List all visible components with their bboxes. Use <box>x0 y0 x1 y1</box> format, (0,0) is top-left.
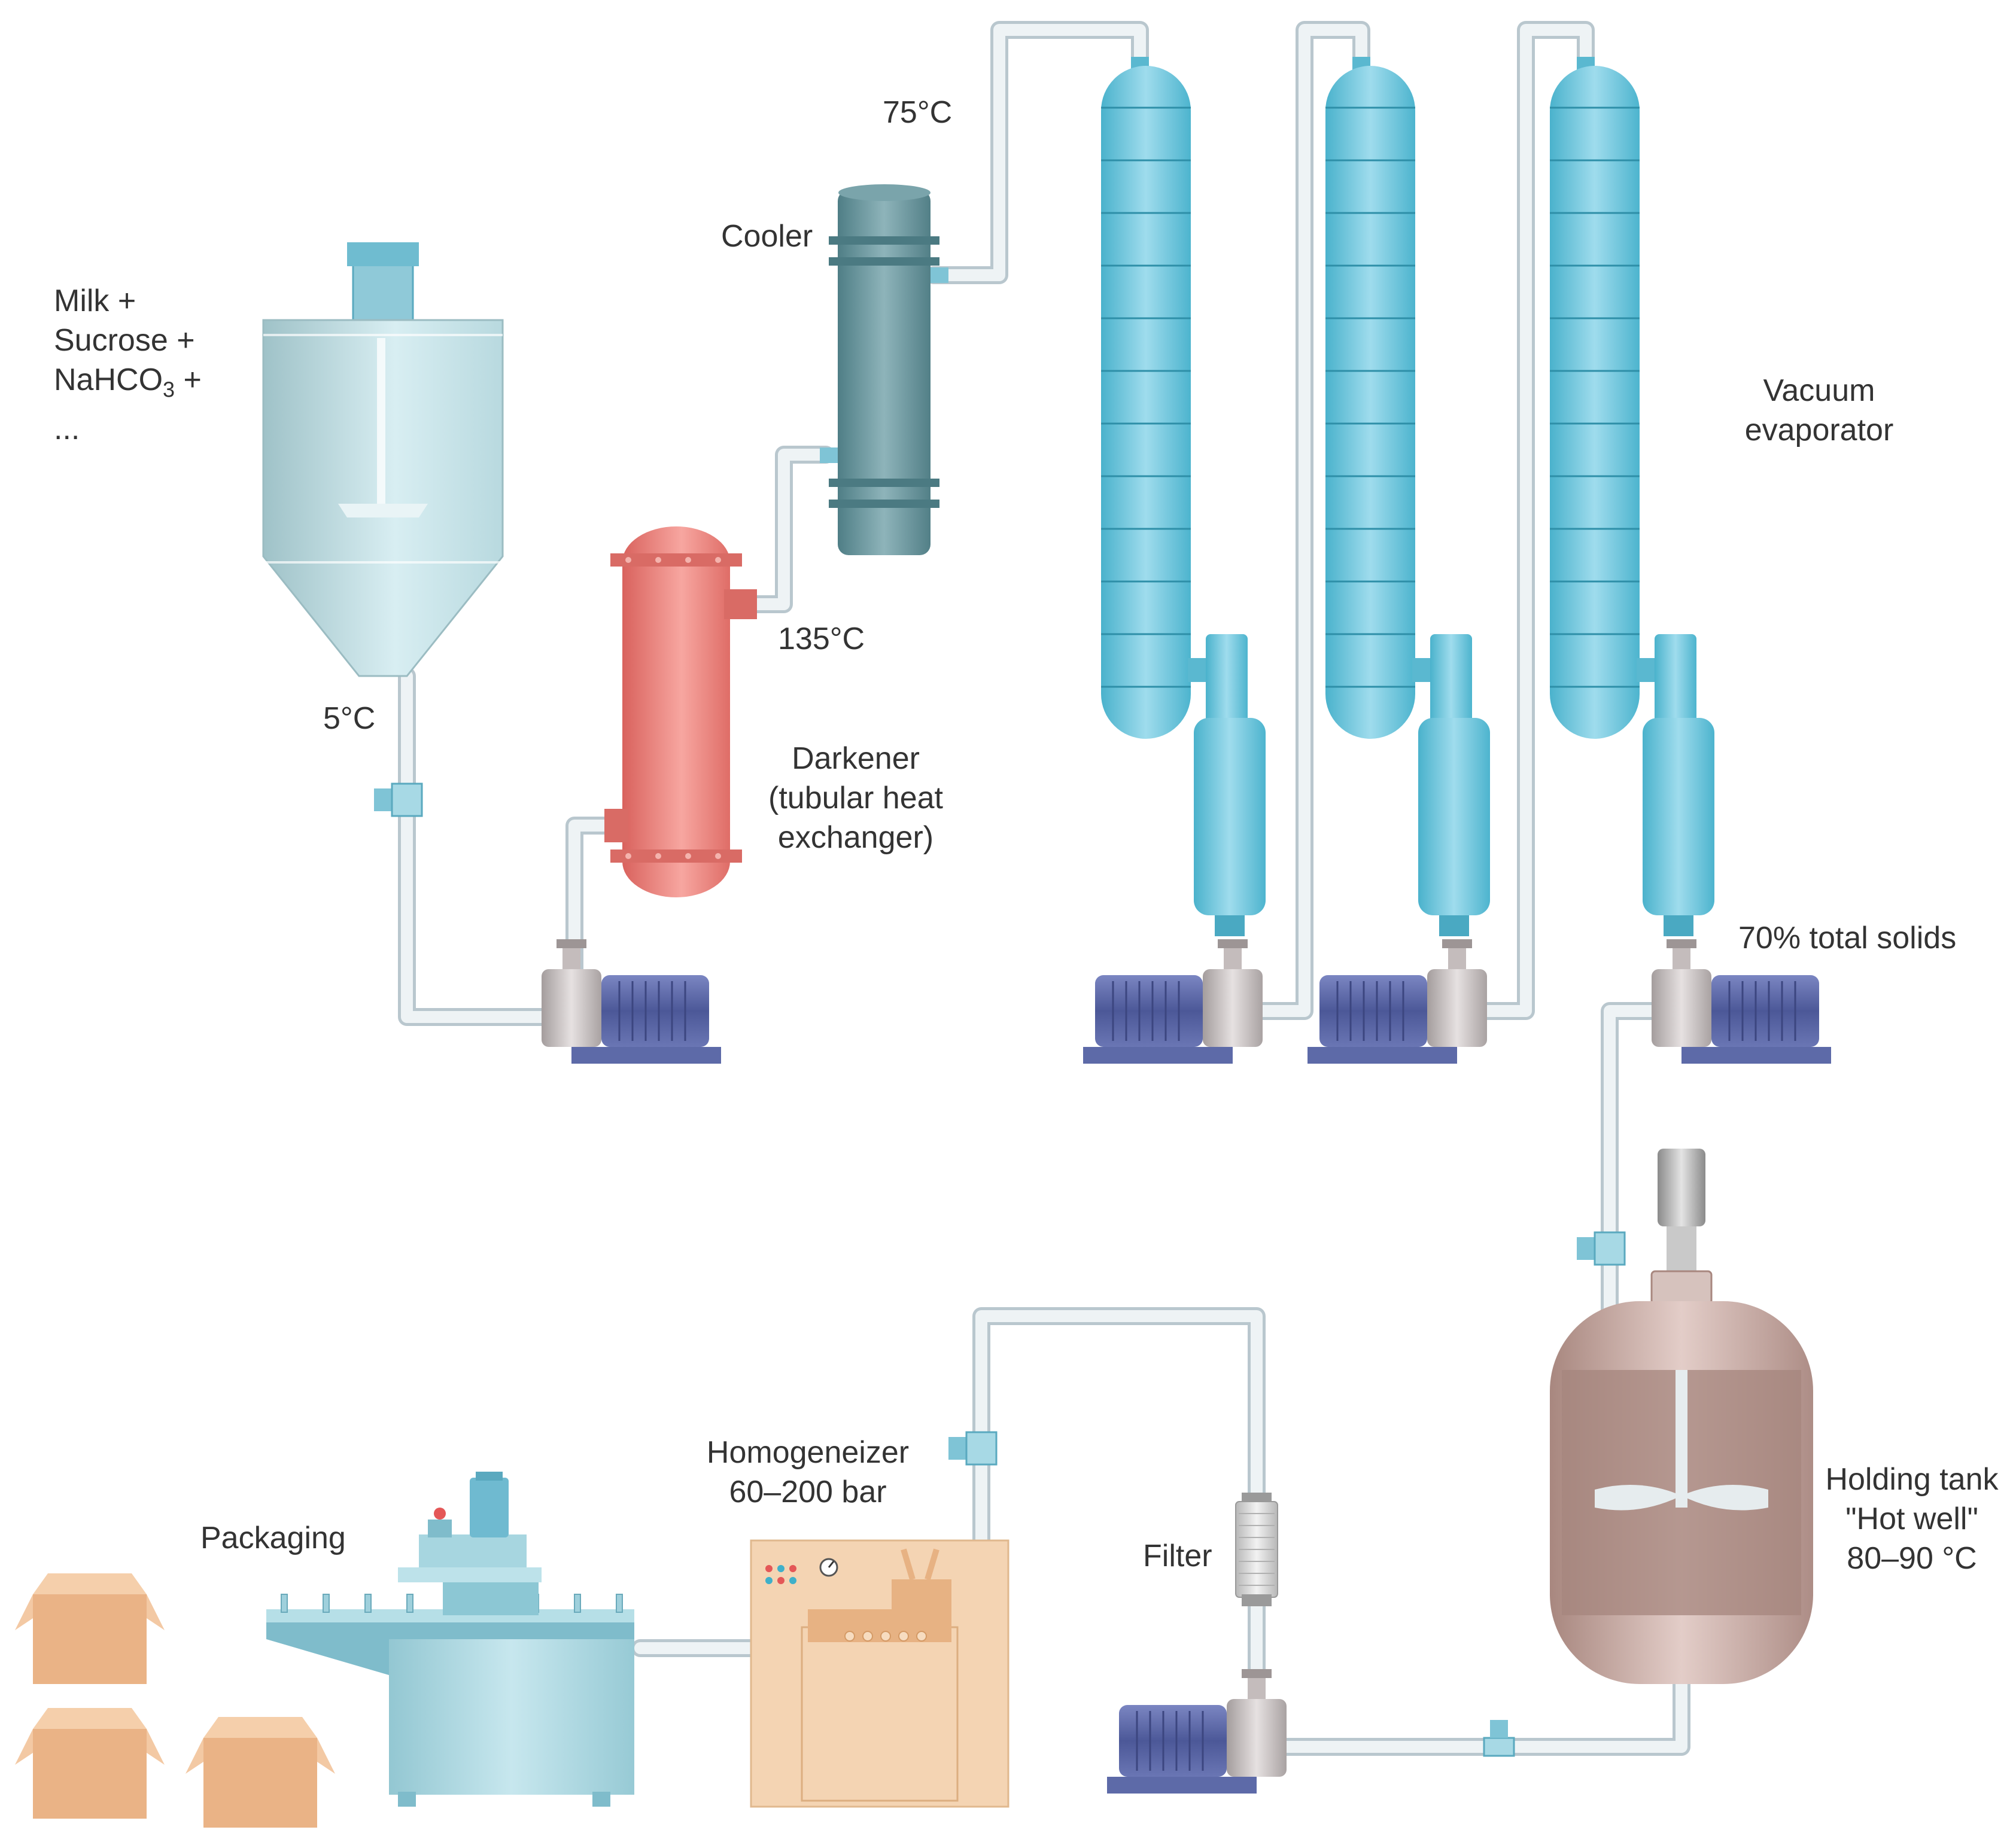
homogeneizer-label: Homogeneizer 60–200 bar <box>688 1433 928 1512</box>
pump-icon <box>1083 939 1263 1064</box>
pipe-pump-to-darkener <box>565 817 625 984</box>
temp-5c-label: 5°C <box>323 701 376 736</box>
pump-icon <box>1652 939 1831 1064</box>
darkener-line-1: Darkener <box>792 741 920 776</box>
valve-icon <box>374 782 423 817</box>
holding-tank-icon <box>1550 1149 1813 1684</box>
temp-135c-label: 135°C <box>778 622 865 656</box>
holding-tank-label: Holding tank "Hot well" 80–90 °C <box>1813 1460 2011 1578</box>
valve-icon <box>948 1431 998 1466</box>
cooler-label: Cooler <box>721 219 813 254</box>
valve-icon <box>1577 1231 1626 1266</box>
darkener-line-2: (tubular heat <box>768 781 943 815</box>
pipe-filter-to-homogenizer <box>972 1307 1266 1549</box>
darkener-icon <box>604 526 757 897</box>
pipe-mixer-to-pump <box>398 667 565 1026</box>
mixer-tank-icon <box>262 242 504 677</box>
homogeneizer-line-2: 60–200 bar <box>729 1475 887 1509</box>
box-icon <box>186 1717 335 1828</box>
pipes <box>398 21 1690 1756</box>
holding-tank-line-1: Holding tank <box>1825 1462 1999 1497</box>
filter-label: Filter <box>1143 1539 1212 1573</box>
darkener-label: Darkener (tubular heat exchanger) <box>745 739 966 857</box>
cooler-icon <box>820 184 948 555</box>
box-icon <box>15 1573 165 1684</box>
packaging-label: Packaging <box>200 1521 346 1555</box>
ingredients-label: Milk + Sucrose + NaHCO3 + ... <box>54 281 202 449</box>
filter-icon <box>1235 1493 1278 1606</box>
ingredients-line-2: Sucrose + <box>54 323 195 358</box>
vacuum-evaporator-line-2: evaporator <box>1744 413 1894 447</box>
pipe-holding-tank-to-pump <box>1272 1666 1690 1756</box>
ingredients-line-1: Milk + <box>54 284 136 318</box>
vacuum-evaporator-label: Vacuum evaporator <box>1723 371 1915 450</box>
ingredients-line-3: NaHCO3 + <box>54 363 202 402</box>
evaporator-icon <box>1101 57 1266 936</box>
pump-icon <box>1307 939 1487 1064</box>
homogeneizer-line-1: Homogeneizer <box>706 1435 910 1470</box>
homogenizer-icon <box>750 1539 1009 1808</box>
holding-tank-line-3: 80–90 °C <box>1847 1541 1977 1576</box>
pump-icon <box>1107 1669 1287 1794</box>
evaporator-icon <box>1325 57 1490 936</box>
packaging-machine-icon <box>266 1472 634 1807</box>
temp-75c-label: 75°C <box>883 95 953 130</box>
pump-icon <box>542 939 721 1064</box>
pumps <box>542 939 1831 1794</box>
pipe-pump3-to-holding-tank <box>1601 1002 1661 1361</box>
evaporator-icon <box>1550 57 1714 936</box>
vacuum-evaporator-line-1: Vacuum <box>1763 373 1875 408</box>
ingredients-line-4: ... <box>54 412 80 447</box>
darkener-line-3: exchanger) <box>777 820 934 855</box>
total-solids-label: 70% total solids <box>1738 921 1957 955</box>
holding-tank-line-2: "Hot well" <box>1845 1502 1978 1536</box>
valve-icon <box>1483 1720 1515 1757</box>
box-icon <box>15 1708 165 1819</box>
